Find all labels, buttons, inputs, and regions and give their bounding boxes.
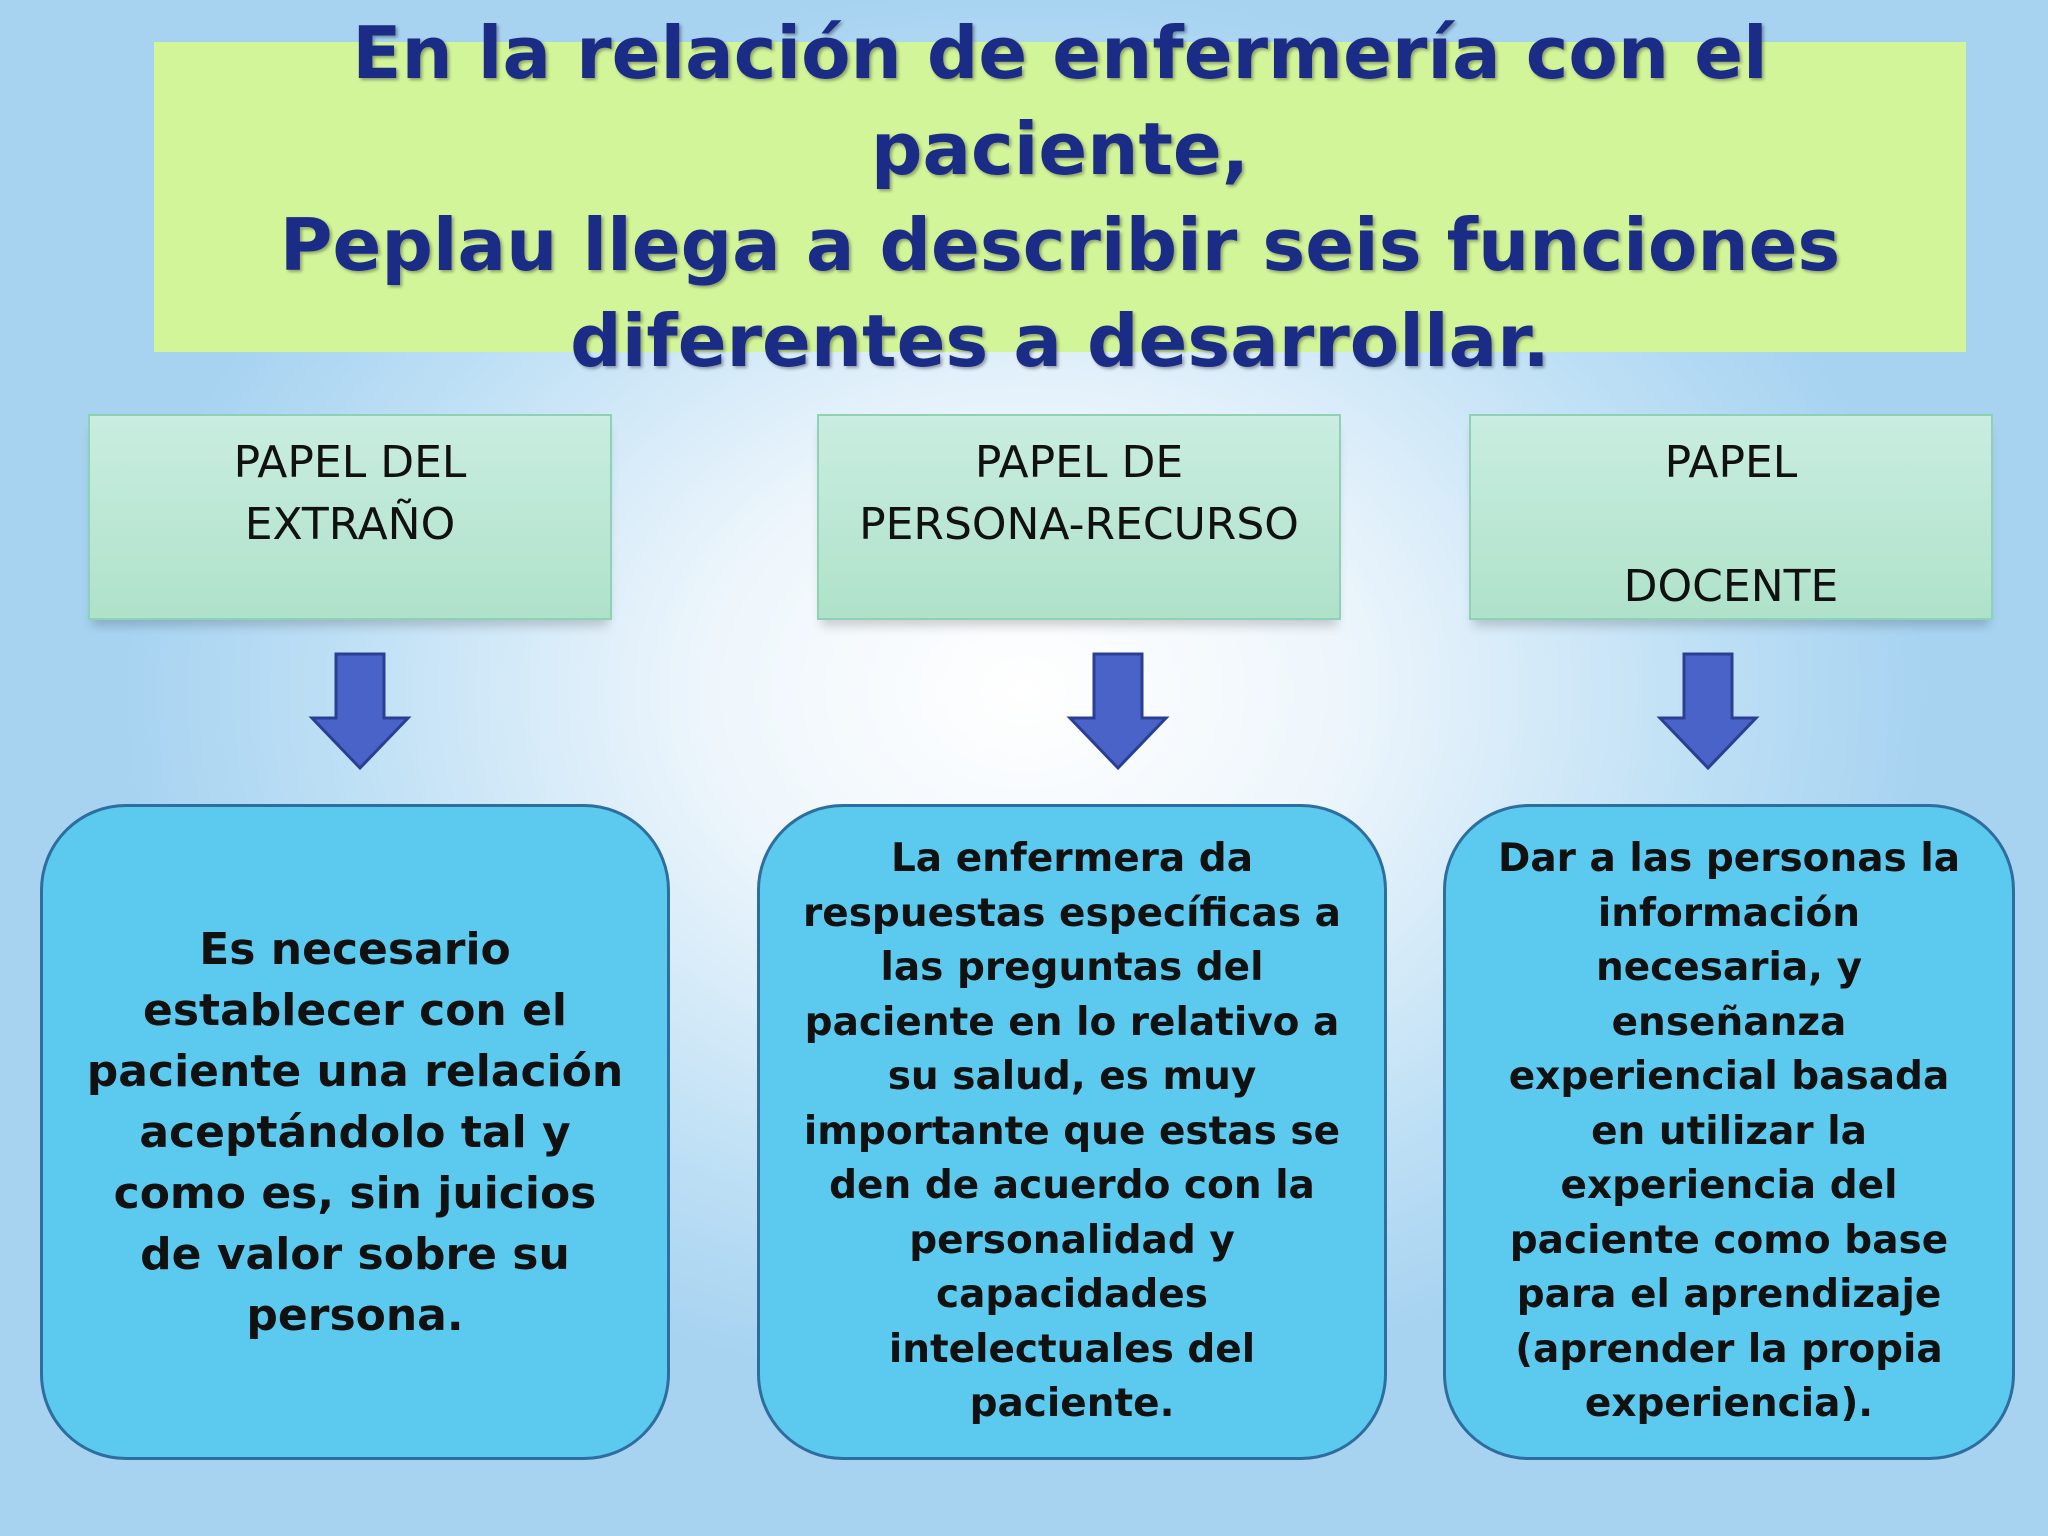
arrow-down-icon: [1066, 652, 1170, 771]
description-text: Es necesario establecer con el paciente …: [86, 923, 624, 1341]
role-box-extrano: PAPEL DEL EXTRAÑO: [88, 414, 612, 620]
role-box-docente: PAPEL DOCENTE: [1469, 414, 1993, 620]
description-text: La enfermera da respuestas específicas a…: [803, 836, 1341, 1427]
title-box: En la relación de enfermería con el paci…: [154, 11, 1966, 383]
description-text: Dar a las personas la información necesa…: [1497, 836, 1961, 1427]
description-box-persona-recurso: La enfermera da respuestas específicas a…: [757, 804, 1387, 1460]
arrow-down-icon: [308, 652, 412, 771]
slide-title: En la relación de enfermería con el paci…: [279, 11, 1841, 383]
role-box-persona-recurso: PAPEL DE PERSONA-RECURSO: [817, 414, 1341, 620]
description-box-extrano: Es necesario establecer con el paciente …: [40, 804, 670, 1460]
description-box-docente: Dar a las personas la información necesa…: [1443, 804, 2015, 1460]
arrow-down-icon: [1656, 652, 1760, 771]
